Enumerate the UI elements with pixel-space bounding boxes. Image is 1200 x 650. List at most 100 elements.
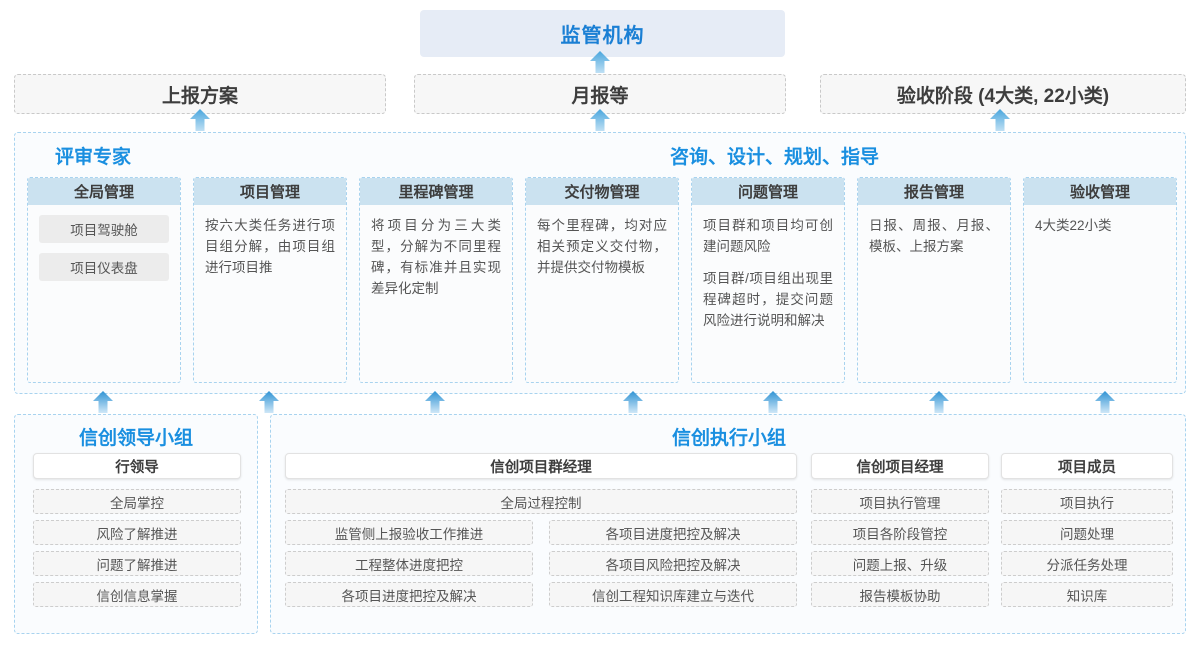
column-body: 将项目分为三大类型，分解为不同里程碑，有标准并且实现差异化定制 bbox=[360, 205, 512, 299]
task-label: 问题处理 bbox=[1060, 526, 1114, 542]
arrow-up-column-3 bbox=[424, 390, 446, 414]
task-item[interactable]: 问题处理 bbox=[1001, 520, 1173, 545]
task-label: 全局掌控 bbox=[110, 495, 164, 511]
task-item[interactable]: 监管侧上报验收工作推进 bbox=[285, 520, 533, 545]
task-label: 分派任务处理 bbox=[1046, 557, 1128, 573]
task-item[interactable]: 项目执行 bbox=[1001, 489, 1173, 514]
task-label: 工程整体进度把控 bbox=[355, 557, 463, 573]
task-item[interactable]: 知识库 bbox=[1001, 582, 1173, 607]
column-body: 日报、周报、月报、模板、上报方案 bbox=[858, 205, 1010, 257]
report-box-monthly[interactable]: 月报等 bbox=[414, 74, 786, 114]
column-header-label: 项目管理 bbox=[239, 184, 300, 201]
role-label: 项目成员 bbox=[1058, 459, 1116, 476]
arrow-up-to-monthly bbox=[589, 108, 611, 132]
column-header-label: 里程碑管理 bbox=[398, 184, 474, 201]
column-body: 每个里程碑，均对应相关预定义交付物，并提供交付物模板 bbox=[526, 205, 678, 278]
arrow-up-column-1 bbox=[92, 390, 114, 414]
role-head-bank-leader[interactable]: 行领导 bbox=[33, 453, 241, 479]
band-title-reviewers: 评审专家 bbox=[55, 147, 132, 168]
column-acceptance-management[interactable]: 验收管理 4大类22小类 bbox=[1023, 177, 1177, 383]
task-label: 全局过程控制 bbox=[500, 495, 582, 511]
task-label: 各项目进度把控及解决 bbox=[605, 526, 741, 542]
report-label: 验收阶段 (4大类, 22小类) bbox=[896, 85, 1110, 107]
role-label: 信创项目经理 bbox=[856, 459, 944, 476]
task-item[interactable]: 各项目风险把控及解决 bbox=[549, 551, 797, 576]
group-execution: 信创执行小组 信创项目群经理 全局过程控制 监管侧上报验收工作推进 工程整体进度… bbox=[270, 414, 1186, 634]
column-header: 项目管理 bbox=[194, 178, 346, 205]
role-label: 信创项目群经理 bbox=[490, 459, 592, 476]
column-issue-management[interactable]: 问题管理 项目群和项目均可创建问题风险 项目群/项目组出现里程碑超时，提交问题风… bbox=[691, 177, 845, 383]
column-header: 里程碑管理 bbox=[360, 178, 512, 205]
role-head-program-manager[interactable]: 信创项目群经理 bbox=[285, 453, 797, 479]
task-label: 项目执行管理 bbox=[859, 495, 941, 511]
task-label: 各项目风险把控及解决 bbox=[605, 557, 741, 573]
task-item-wide[interactable]: 全局过程控制 bbox=[285, 489, 797, 514]
task-item[interactable]: 全局掌控 bbox=[33, 489, 241, 514]
column-paragraph: 项目群/项目组出现里程碑超时，提交问题风险进行说明和解决 bbox=[703, 271, 833, 328]
task-item[interactable]: 风险了解推进 bbox=[33, 520, 241, 545]
task-label: 问题了解推进 bbox=[96, 557, 178, 573]
regulator-label: 监管机构 bbox=[560, 25, 645, 47]
arrow-up-column-5 bbox=[762, 390, 784, 414]
management-band: 评审专家 咨询、设计、规划、指导 全局管理 项目驾驶舱 项目仪表盘 项目管理 按… bbox=[14, 132, 1186, 394]
column-milestone-management[interactable]: 里程碑管理 将项目分为三大类型，分解为不同里程碑，有标准并且实现差异化定制 bbox=[359, 177, 513, 383]
column-header-label: 问题管理 bbox=[737, 184, 798, 201]
task-item[interactable]: 项目各阶段管控 bbox=[811, 520, 989, 545]
column-paragraph: 项目群和项目均可创建问题风险 bbox=[703, 218, 833, 254]
column-header: 验收管理 bbox=[1024, 178, 1176, 205]
column-body: 项目群和项目均可创建问题风险 项目群/项目组出现里程碑超时，提交问题风险进行说明… bbox=[692, 205, 844, 331]
report-label: 上报方案 bbox=[161, 85, 238, 107]
task-item[interactable]: 项目执行管理 bbox=[811, 489, 989, 514]
group-title-execution: 信创执行小组 bbox=[671, 428, 786, 449]
group-title-leading: 信创领导小组 bbox=[78, 428, 193, 449]
arrow-up-column-4 bbox=[622, 390, 644, 414]
column-header-label: 报告管理 bbox=[903, 184, 964, 201]
task-label: 报告模板协助 bbox=[859, 588, 941, 604]
arrow-up-column-7 bbox=[1094, 390, 1116, 414]
pill-item[interactable]: 项目仪表盘 bbox=[39, 253, 169, 281]
column-header-label: 交付物管理 bbox=[564, 184, 640, 201]
column-report-management[interactable]: 报告管理 日报、周报、月报、模板、上报方案 bbox=[857, 177, 1011, 383]
task-item[interactable]: 信创工程知识库建立与迭代 bbox=[549, 582, 797, 607]
column-paragraph: 每个里程碑，均对应相关预定义交付物，并提供交付物模板 bbox=[537, 218, 667, 275]
column-header: 交付物管理 bbox=[526, 178, 678, 205]
column-header: 全局管理 bbox=[28, 178, 180, 205]
column-global-management[interactable]: 全局管理 项目驾驶舱 项目仪表盘 bbox=[27, 177, 181, 383]
column-project-management[interactable]: 项目管理 按六大类任务进行项目组分解，由项目组进行项目推 bbox=[193, 177, 347, 383]
pill-item[interactable]: 项目驾驶舱 bbox=[39, 215, 169, 243]
task-label: 信创工程知识库建立与迭代 bbox=[592, 588, 754, 604]
report-box-plan[interactable]: 上报方案 bbox=[14, 74, 386, 114]
role-label: 行领导 bbox=[115, 459, 159, 476]
task-item[interactable]: 问题上报、升级 bbox=[811, 551, 989, 576]
task-item[interactable]: 信创信息掌握 bbox=[33, 582, 241, 607]
report-row: 上报方案 月报等 验收阶段 (4大类, 22小类) bbox=[0, 74, 1200, 114]
task-item[interactable]: 分派任务处理 bbox=[1001, 551, 1173, 576]
task-item[interactable]: 报告模板协助 bbox=[811, 582, 989, 607]
task-item[interactable]: 工程整体进度把控 bbox=[285, 551, 533, 576]
group-leading: 信创领导小组 行领导 全局掌控 风险了解推进 问题了解推进 信创信息掌握 bbox=[14, 414, 258, 634]
column-header-label: 验收管理 bbox=[1069, 184, 1130, 201]
task-label: 知识库 bbox=[1066, 588, 1108, 604]
task-item[interactable]: 各项目进度把控及解决 bbox=[285, 582, 533, 607]
column-body: 按六大类任务进行项目组分解，由项目组进行项目推 bbox=[194, 205, 346, 278]
column-deliverable-management[interactable]: 交付物管理 每个里程碑，均对应相关预定义交付物，并提供交付物模板 bbox=[525, 177, 679, 383]
arrow-up-to-plan bbox=[189, 108, 211, 132]
regulator-box: 监管机构 bbox=[420, 10, 785, 57]
task-item[interactable]: 各项目进度把控及解决 bbox=[549, 520, 797, 545]
role-head-project-manager[interactable]: 信创项目经理 bbox=[811, 453, 989, 479]
task-label: 监管侧上报验收工作推进 bbox=[334, 526, 484, 542]
task-label: 风险了解推进 bbox=[96, 526, 178, 542]
task-label: 各项目进度把控及解决 bbox=[341, 588, 477, 604]
report-box-acceptance[interactable]: 验收阶段 (4大类, 22小类) bbox=[820, 74, 1186, 114]
task-label: 项目执行 bbox=[1060, 495, 1114, 511]
task-label: 问题上报、升级 bbox=[852, 557, 948, 573]
arrow-up-column-2 bbox=[258, 390, 280, 414]
task-item[interactable]: 问题了解推进 bbox=[33, 551, 241, 576]
column-paragraph: 按六大类任务进行项目组分解，由项目组进行项目推 bbox=[205, 218, 335, 275]
column-header: 报告管理 bbox=[858, 178, 1010, 205]
task-label: 信创信息掌握 bbox=[96, 588, 178, 604]
column-body: 4大类22小类 bbox=[1024, 205, 1176, 236]
role-head-project-members[interactable]: 项目成员 bbox=[1001, 453, 1173, 479]
column-body: 项目驾驶舱 项目仪表盘 bbox=[28, 205, 180, 281]
